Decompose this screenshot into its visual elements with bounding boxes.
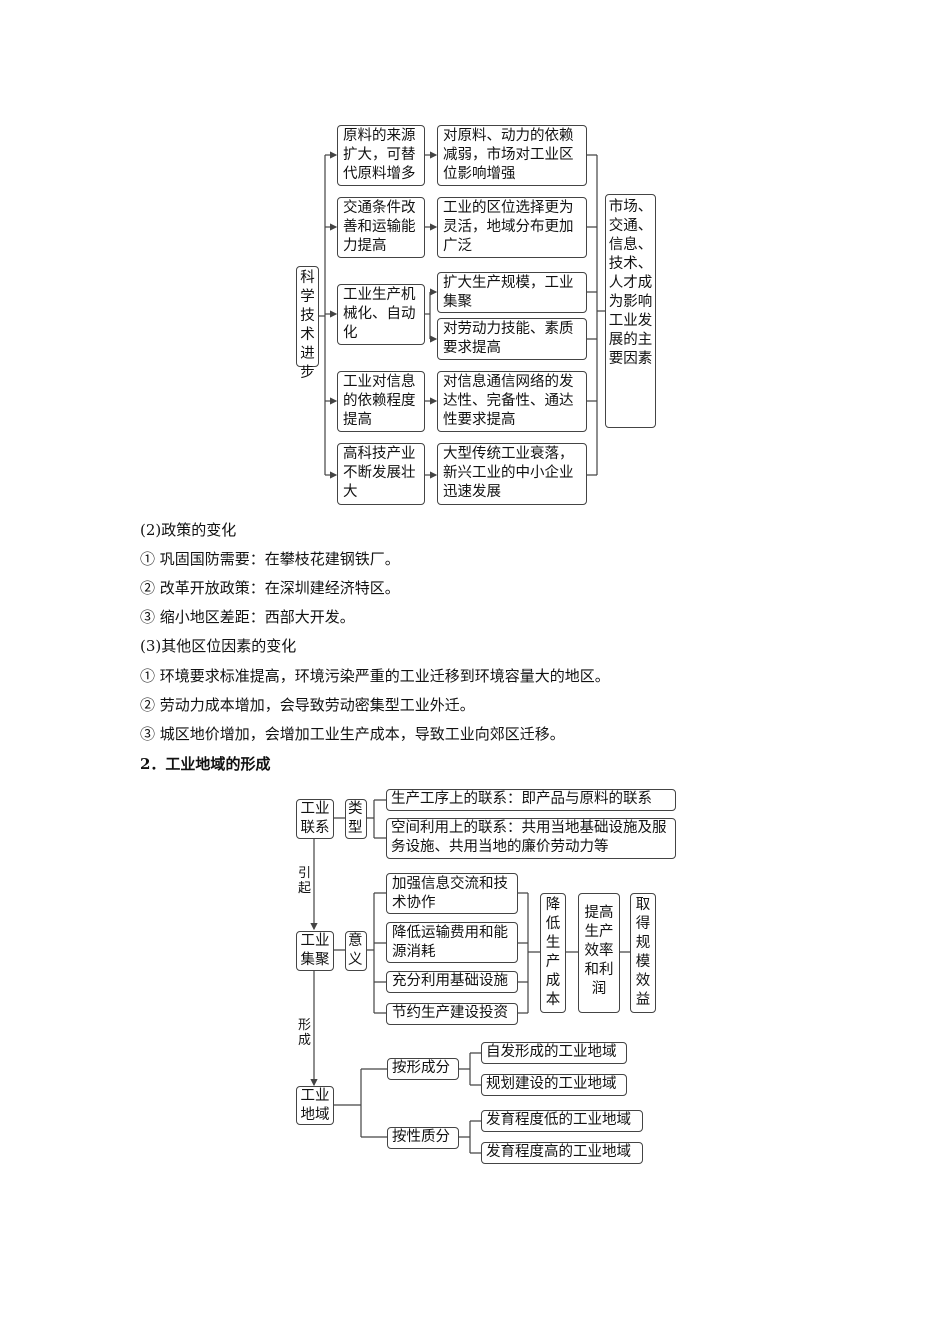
chain-box: 取得规模效益 <box>630 893 656 1013</box>
meaning-box: 充分利用基础设施 <box>386 971 518 993</box>
nature-type-box: 发育程度低的工业地域 <box>481 1110 643 1132</box>
agglomeration-box: 工业集聚 <box>296 931 334 971</box>
other-item: ③ 城区地价增加，会增加工业生产成本，导致工业向郊区迁移。 <box>140 725 565 743</box>
chain-box: 提高生产效率和利润 <box>578 893 620 1013</box>
formation-type-box: 规划建设的工业地域 <box>481 1074 627 1096</box>
effect-box: 对原料、动力的依赖减弱，市场对工业区位影响增强 <box>437 125 587 186</box>
other-item: ② 劳动力成本增加，会导致劳动密集型工业外迁。 <box>140 696 475 714</box>
meaning-box: 加强信息交流和技术协作 <box>386 873 518 914</box>
region-box: 工业地域 <box>296 1086 334 1125</box>
section-heading: 2．工业地域的形成 <box>140 755 271 773</box>
meaning-box: 节约生产建设投资 <box>386 1003 518 1025</box>
effect-box: 大型传统工业衰落，新兴工业的中小企业迅速发展 <box>437 443 587 505</box>
other-heading: (3)其他区位因素的变化 <box>140 637 297 655</box>
cause-box: 工业生产机械化、自动化 <box>337 284 425 345</box>
arrow-label-cause: 引起 <box>298 866 312 896</box>
arrow-label-form: 形成 <box>298 1018 312 1048</box>
type-label-box: 类型 <box>345 799 367 839</box>
effect-box: 扩大生产规模，工业集聚 <box>437 272 587 313</box>
policy-item: ③ 缩小地区差距：西部大开发。 <box>140 608 355 626</box>
cause-box: 工业对信息的依赖程度提高 <box>337 371 425 432</box>
chain-box: 降低生产成本 <box>540 893 566 1013</box>
effect-box: 工业的区位选择更为灵活，地域分布更加广泛 <box>437 197 587 258</box>
meaning-label-box: 意义 <box>345 931 367 971</box>
type-box: 空间利用上的联系：共用当地基础设施及服务设施、共用当地的廉价劳动力等 <box>386 818 676 859</box>
policy-item: ② 改革开放政策：在深圳建经济特区。 <box>140 579 400 597</box>
formation-type-box: 自发形成的工业地域 <box>481 1042 627 1064</box>
other-item: ① 环境要求标准提高，环境污染严重的工业迁移到环境容量大的地区。 <box>140 667 610 685</box>
result-box: 市场、交通、信息、技术、人才成为影响工业发展的主要因素 <box>605 194 656 428</box>
cause-box: 交通条件改善和运输能力提高 <box>337 197 425 258</box>
effect-box: 对劳动力技能、素质要求提高 <box>437 318 587 360</box>
by-formation-box: 按形成分 <box>387 1058 459 1080</box>
effect-box: 对信息通信网络的发达性、完备性、通达性要求提高 <box>437 371 587 432</box>
linkage-box: 工业联系 <box>296 799 334 839</box>
root-box: 科学技术进步 <box>296 266 319 381</box>
by-nature-box: 按性质分 <box>387 1127 459 1149</box>
nature-type-box: 发育程度高的工业地域 <box>481 1142 643 1164</box>
policy-heading: (2)政策的变化 <box>140 521 237 539</box>
cause-box: 原料的来源扩大，可替代原料增多 <box>337 125 425 186</box>
cause-box: 高科技产业不断发展壮大 <box>337 443 425 505</box>
policy-item: ① 巩固国防需要：在攀枝花建钢铁厂。 <box>140 550 400 568</box>
meaning-box: 降低运输费用和能源消耗 <box>386 922 518 963</box>
type-box: 生产工序上的联系：即产品与原料的联系 <box>386 789 676 811</box>
